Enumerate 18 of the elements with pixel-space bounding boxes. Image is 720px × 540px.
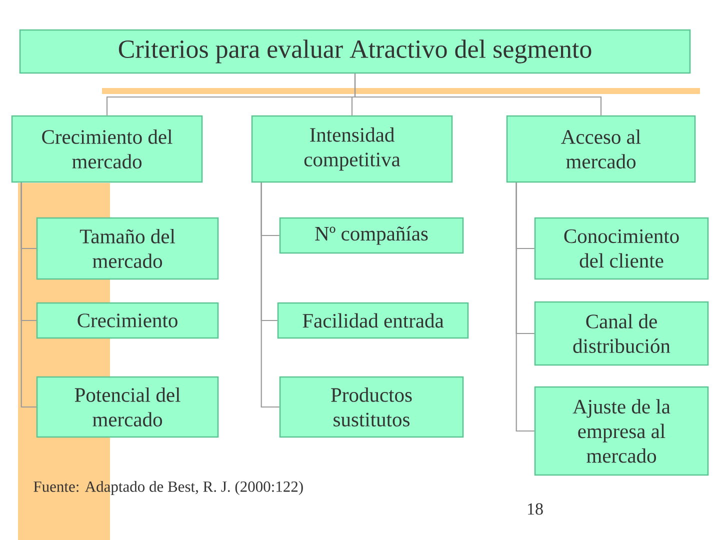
header-box: Criterios para evaluar Atractivo del segmento <box>19 29 691 74</box>
criterion-box: Potencial del mercado <box>36 376 219 438</box>
criterion-box: Tamaño del mercado <box>36 217 219 280</box>
category-box: Crecimiento del mercado <box>11 115 203 183</box>
category-box: Acceso al mercado <box>506 115 696 183</box>
criterion-box: Ajuste de la empresa al mercado <box>534 386 709 476</box>
connector-line <box>354 74 602 116</box>
criterion-box: Facilidad entrada <box>277 302 469 339</box>
criterion-box: Productos sustitutos <box>279 376 464 438</box>
connector-line <box>260 182 280 408</box>
connector-line <box>20 182 36 408</box>
criterion-box: Conocimiento del cliente <box>534 217 709 280</box>
connector-line <box>516 182 534 432</box>
criterion-box: Crecimiento <box>36 302 219 339</box>
page-number: 18 <box>528 503 543 515</box>
category-box: Intensidad competitiva <box>251 115 453 183</box>
criterion-box: Canal de distribución <box>534 301 709 366</box>
criterion-box: Nº compañías <box>279 217 464 254</box>
